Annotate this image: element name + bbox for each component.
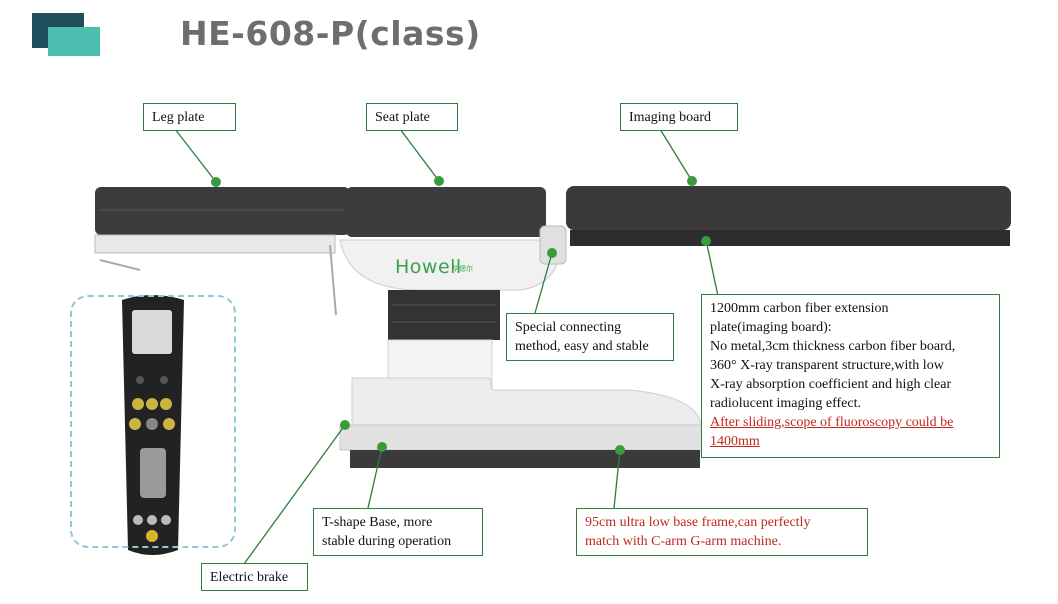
callout-line: match with C-arm G-arm machine. [585, 534, 782, 549]
callout-line: 1200mm carbon fiber extension [710, 301, 889, 316]
callout-text: Seat plate [375, 110, 430, 125]
callout-text: Imaging board [629, 110, 712, 125]
callout-text: Leg plate [152, 110, 205, 125]
callout-connecting-method: Special connecting method, easy and stab… [506, 313, 674, 361]
callout-line: 360° X-ray transparent structure,with lo… [710, 358, 944, 373]
callout-line: method, easy and stable [515, 339, 649, 354]
callout-t-shape-base: T-shape Base, more stable during operati… [313, 508, 483, 556]
t-shape-base [339, 377, 711, 468]
remote-frame [70, 295, 236, 548]
callout-line: plate(imaging board): [710, 320, 832, 335]
page-title: HE-608-P(class) [180, 14, 481, 53]
callout-line: 95cm ultra low base frame,can perfectly [585, 515, 811, 530]
callout-imaging-board: Imaging board [620, 103, 738, 131]
callout-warning-line: 1400mm [710, 434, 760, 449]
callout-line: T-shape Base, more [322, 515, 433, 530]
callout-text: Electric brake [210, 570, 289, 585]
brand-logo-sub: 华偲尔 [452, 265, 473, 273]
callout-line: Special connecting [515, 320, 622, 335]
callout-line: No metal,3cm thickness carbon fiber boar… [710, 339, 956, 354]
callout-warning-line: After sliding,scope of fluoroscopy could… [710, 415, 954, 430]
header-deco-teal-block [48, 27, 100, 56]
callout-low-base-frame: 95cm ultra low base frame,can perfectly … [576, 508, 868, 556]
callout-line: stable during operation [322, 534, 452, 549]
callout-line: radiolucent imaging effect. [710, 396, 861, 411]
callout-seat-plate: Seat plate [366, 103, 458, 131]
brand-logo: Howell [395, 256, 462, 278]
leader-dots [211, 176, 711, 455]
callout-leg-plate: Leg plate [143, 103, 236, 131]
callout-electric-brake: Electric brake [201, 563, 308, 591]
table-top [94, 186, 1011, 316]
leader-lines [174, 128, 719, 565]
remote-control-icon [122, 295, 184, 555]
callout-line: X-ray absorption coefficient and high cl… [710, 377, 952, 392]
callout-carbon-fiber-plate: 1200mm carbon fiber extension plate(imag… [701, 294, 1000, 458]
